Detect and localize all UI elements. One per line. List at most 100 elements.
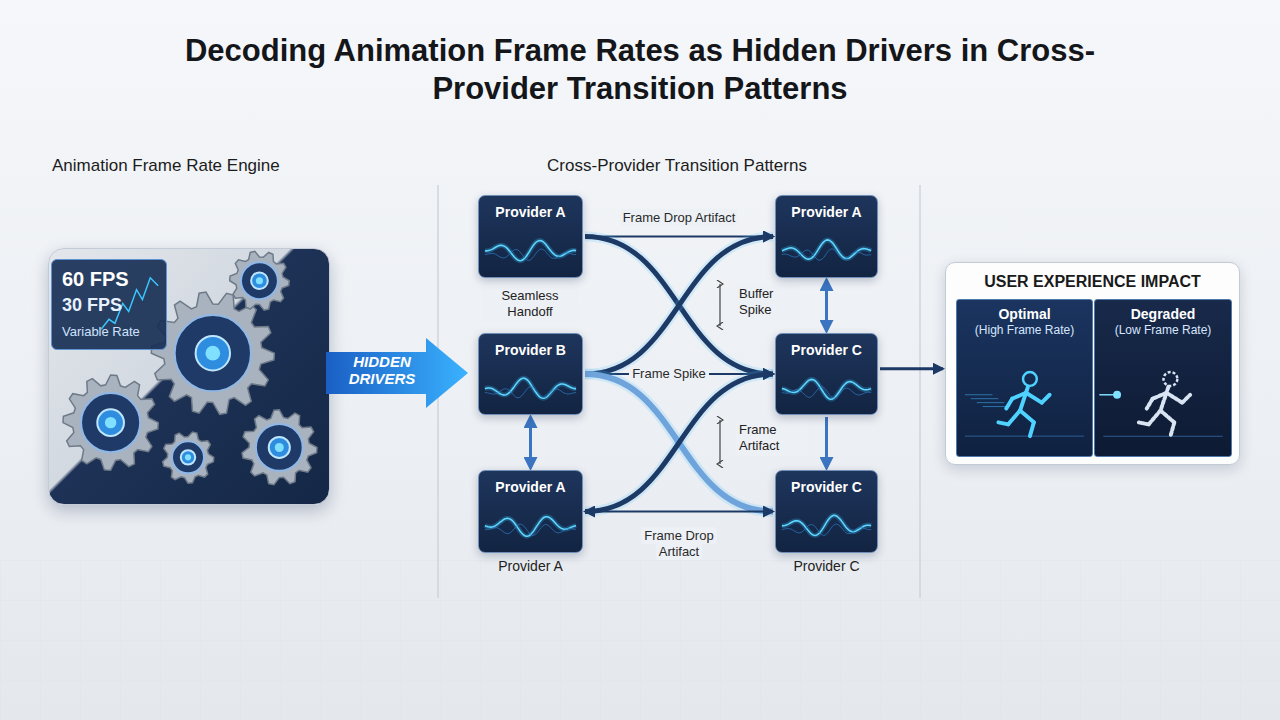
- gear-core: [275, 443, 284, 452]
- wave: [485, 517, 576, 537]
- motion-trail: [971, 398, 999, 399]
- sub-panel: Degraded(Low Frame Rate): [1094, 299, 1232, 457]
- edge-label: Frame Spike: [619, 366, 719, 381]
- gear: [242, 410, 317, 485]
- arrow-panel: HIDDEN DRIVERS: [326, 338, 468, 408]
- panel-text: Degraded: [1095, 306, 1231, 322]
- provider-box: Provider A: [478, 195, 583, 278]
- provider-name: Provider A: [479, 204, 582, 220]
- ground-line: [965, 436, 1084, 437]
- provider-box: Provider B: [478, 333, 583, 415]
- provider-box: Provider AProvider A: [478, 470, 583, 553]
- runner-limb: [1012, 393, 1026, 399]
- section-divider: [919, 185, 921, 598]
- runner-limb: [998, 422, 1008, 424]
- connector: [529, 417, 532, 468]
- gear-hub: [97, 409, 124, 436]
- arrow-text: HIDDEN DRIVERS: [334, 354, 430, 387]
- label-patch: Frame Drop Artifact: [641, 527, 716, 560]
- fps-readout: 60 FPS 30 FPS Variable Rate: [51, 259, 167, 350]
- runner-head: [1023, 372, 1037, 386]
- note-label: Seamless Handoff: [482, 287, 578, 322]
- provider-name: Provider A: [479, 479, 582, 495]
- edge-label: Frame Drop Artifact: [624, 528, 734, 559]
- section-heading: Animation Frame Rate Engine: [52, 156, 280, 176]
- label-patch: Frame Drop Artifact: [620, 209, 739, 226]
- runner-limb: [1006, 399, 1012, 409]
- wave-glow: [782, 515, 871, 535]
- gear: [151, 292, 274, 414]
- gear-core: [256, 277, 263, 284]
- wave-faint: [782, 387, 871, 398]
- gear: [163, 432, 214, 483]
- wave: [782, 379, 871, 399]
- runner-limb: [1149, 411, 1161, 425]
- connector: [880, 367, 943, 370]
- runner-limb: [1030, 422, 1034, 436]
- gear-hub: [181, 450, 195, 464]
- wave: [485, 378, 576, 398]
- connector: [825, 280, 828, 331]
- ground-line: [1103, 436, 1222, 437]
- fps-label: 60 FPS: [62, 268, 158, 291]
- sub-panel: Optimal(High Frame Rate): [956, 299, 1093, 457]
- provider-box: Provider CProvider C: [775, 470, 878, 553]
- gear-core: [105, 417, 116, 428]
- fps-label: 30 FPS: [62, 295, 158, 316]
- label-patch: Frame Spike: [629, 365, 709, 382]
- provider-name: Provider A: [776, 204, 877, 220]
- edge-label: Frame Drop Artifact: [604, 210, 754, 225]
- note-label: Buffer Spike: [736, 285, 800, 320]
- wave-glow: [485, 378, 576, 398]
- runner-limb: [1166, 393, 1182, 403]
- gear: [230, 251, 290, 310]
- gear-core: [185, 454, 191, 460]
- gear-hub: [269, 437, 290, 458]
- wave: [485, 241, 576, 261]
- panel-heading: USER EXPERIENCE IMPACT: [946, 273, 1239, 291]
- gear-hub: [251, 272, 268, 289]
- wave-faint: [782, 524, 871, 535]
- wave-faint: [485, 249, 576, 260]
- provider-caption: Provider A: [459, 558, 602, 574]
- gear-ring: [81, 393, 140, 452]
- wave: [782, 240, 871, 259]
- wave-glow: [485, 517, 576, 537]
- gear-hub: [196, 336, 230, 370]
- runner-limb: [1008, 411, 1020, 425]
- runner-limb: [1042, 395, 1050, 403]
- wave-glow: [782, 379, 871, 399]
- diagram-title: Decoding Animation Frame Rates as Hidden…: [140, 32, 1140, 108]
- provider-caption: Provider C: [756, 558, 897, 574]
- note-label: Frame Artifact: [736, 421, 808, 456]
- gear-ring: [172, 441, 204, 473]
- wave-glow: [782, 240, 871, 259]
- arrow-body: [326, 338, 468, 408]
- wave-faint: [485, 524, 576, 535]
- panel-text: (High Frame Rate): [957, 323, 1092, 337]
- provider-box: Provider A: [775, 195, 878, 278]
- fps-label: Variable Rate: [62, 324, 158, 339]
- provider-name: Provider C: [776, 342, 877, 358]
- gear-ring: [256, 424, 303, 471]
- runner-limb: [1170, 422, 1174, 436]
- runner-limb: [1161, 411, 1175, 423]
- runner-head: [1163, 372, 1177, 386]
- runner-limb: [1020, 411, 1034, 423]
- glow-trail: [1099, 394, 1117, 395]
- wave-faint: [782, 249, 871, 260]
- gear-ring: [241, 262, 278, 299]
- motion-trail: [977, 402, 1005, 403]
- runner-limb: [1153, 393, 1167, 399]
- panel-text: (Low Frame Rate): [1095, 323, 1231, 337]
- connector: [585, 511, 773, 513]
- ux-panel: USER EXPERIENCE IMPACT Optimal(High Frame…: [945, 262, 1240, 465]
- wave: [782, 515, 871, 535]
- wave-faint: [485, 387, 576, 398]
- runner-limb: [1139, 422, 1149, 424]
- gear-core: [205, 346, 220, 361]
- runner-limb: [1182, 395, 1190, 403]
- gear: [63, 375, 158, 470]
- runner-limb: [1020, 387, 1028, 411]
- connector: [825, 417, 828, 468]
